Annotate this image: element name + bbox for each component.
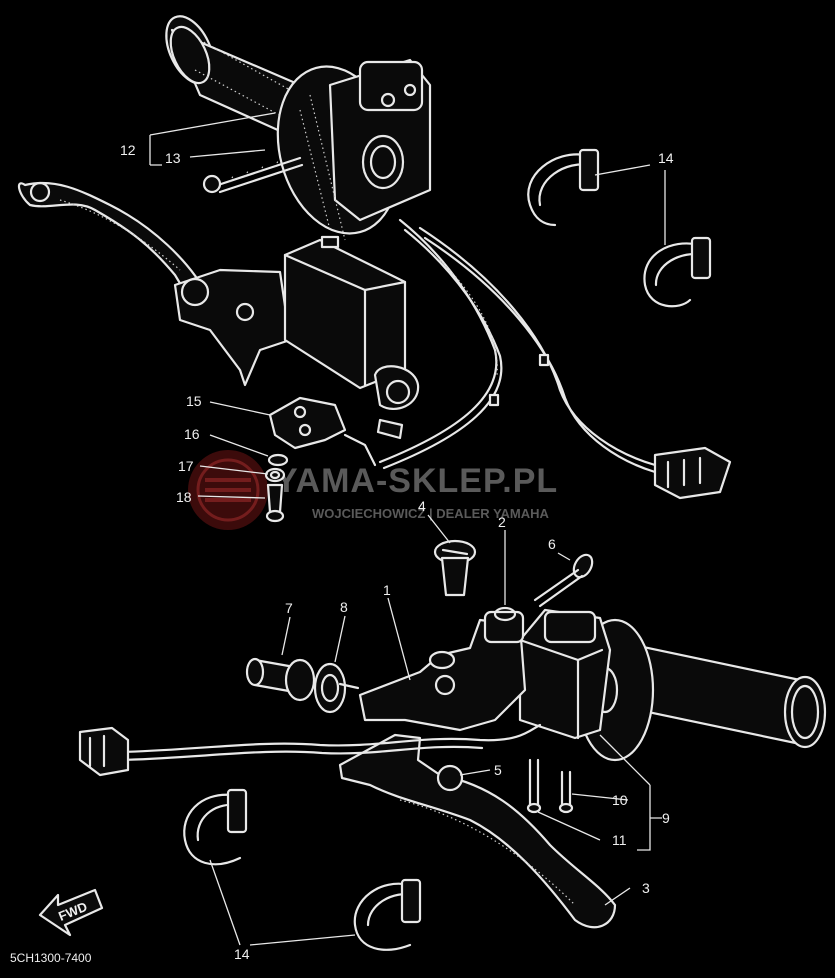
callout-16: 16: [184, 426, 200, 442]
screw-6: [533, 553, 594, 608]
clutch-lever-3: [338, 733, 617, 929]
callout-10: 10: [612, 792, 628, 808]
switch-housing: [276, 58, 432, 241]
callout-15: 15: [186, 393, 202, 409]
cable-band-upper-1: [527, 148, 600, 227]
watermark: YAMA-SKLEP.PL WOJCIECHOWICZ | DEALER YAM…: [188, 450, 558, 530]
watermark-brand: YAMA-SKLEP.PL: [275, 462, 558, 500]
callout-6: 6: [548, 536, 556, 552]
cable-band-upper-2: [643, 236, 712, 308]
cable-band-lower-1: [183, 788, 248, 866]
left-grip: [575, 618, 827, 762]
fwd-arrow-icon: FWD: [38, 888, 104, 937]
screw-10: [558, 770, 574, 814]
callout-4: 4: [418, 498, 426, 514]
callout-18: 18: [176, 489, 192, 505]
cable-band-lower-2: [353, 878, 422, 951]
clutch-switch-housing: [518, 608, 612, 740]
callout-17: 17: [178, 458, 194, 474]
callout-14-upper: 14: [658, 150, 674, 166]
cable-adjuster-7: [245, 657, 316, 702]
callout-12: 12: [120, 142, 136, 158]
screw-11: [526, 758, 542, 814]
leader-lines: [149, 112, 666, 946]
brake-switch-15: [268, 396, 377, 467]
callout-13: 13: [165, 150, 181, 166]
callout-2: 2: [498, 514, 506, 530]
callout-14-lower: 14: [234, 946, 250, 962]
upper-assembly: [17, 15, 732, 500]
screw-13: [202, 156, 304, 194]
small-parts: [264, 453, 289, 523]
callout-5: 5: [494, 762, 502, 778]
callout-3: 3: [642, 880, 650, 896]
callout-1: 1: [383, 582, 391, 598]
watermark-tagline: WOJCIECHOWICZ | DEALER YAMAHA: [312, 506, 550, 521]
lower-assembly: [78, 539, 827, 951]
callout-labels: 12 13 14 15 16 17 18 4 2 6 7 8 1 5 10 9 …: [120, 142, 674, 962]
callout-9: 9: [662, 810, 670, 826]
pivot-bolt-4: [433, 539, 477, 597]
upper-wiring: [378, 218, 732, 500]
callout-8: 8: [340, 599, 348, 615]
diagram-code: 5CH1300-7400: [10, 951, 92, 965]
throttle-grip: [165, 15, 302, 142]
lower-wiring: [78, 723, 542, 777]
master-cylinder: [173, 235, 420, 440]
callout-11: 11: [612, 832, 627, 848]
callout-7: 7: [285, 600, 293, 616]
lever-holder-1: [358, 606, 527, 732]
locknut-8: [313, 662, 360, 714]
